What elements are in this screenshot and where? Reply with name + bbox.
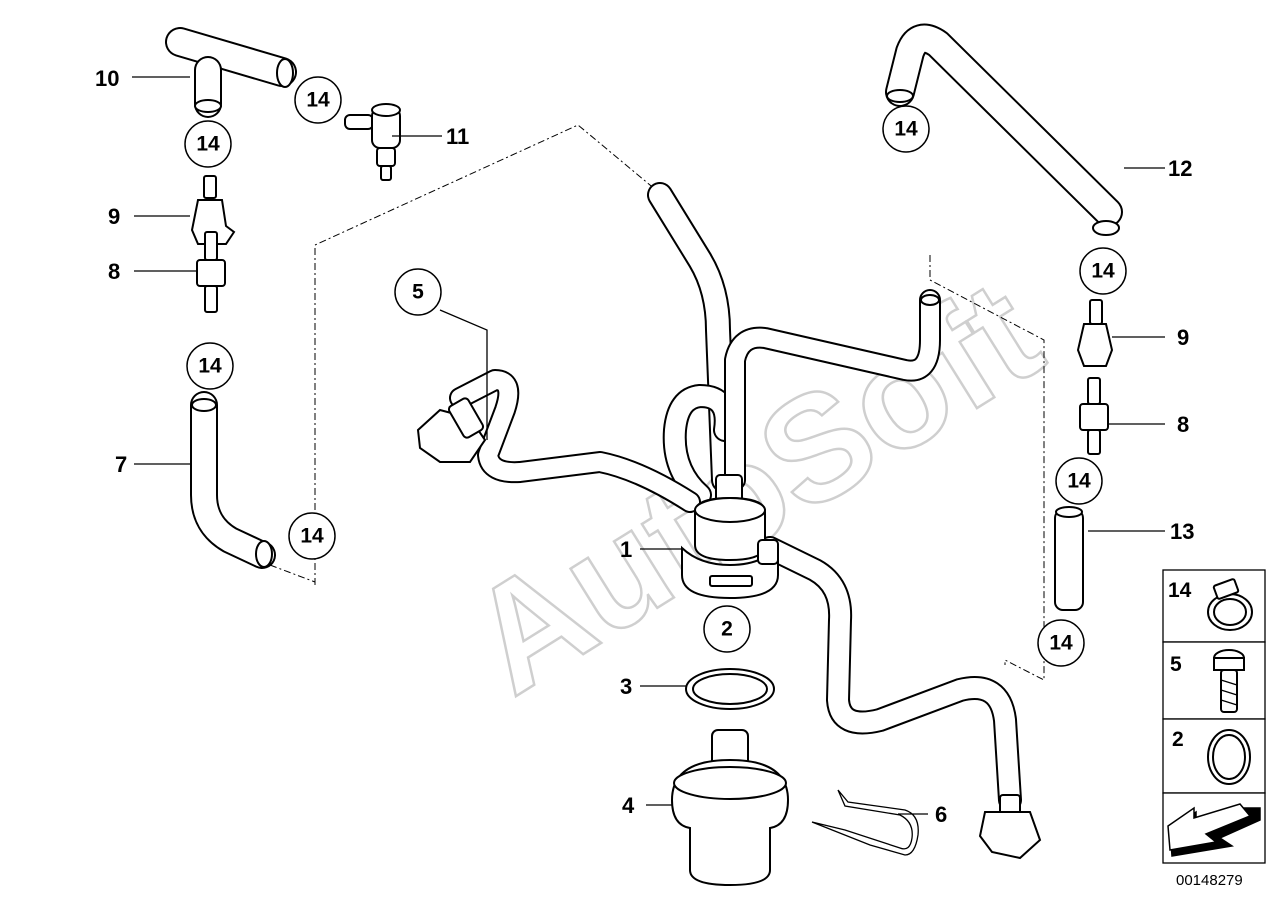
- bubble-14-b: 14: [184, 120, 232, 168]
- callout-11: 11: [446, 124, 469, 149]
- bubble-14-h: 14: [1037, 619, 1085, 667]
- part-1-valve-body: [681, 474, 779, 600]
- leader-lines: [132, 76, 1165, 815]
- diagram-reference-number: 00148279: [1176, 872, 1243, 889]
- svg-text:2: 2: [721, 618, 733, 641]
- bubble-14-c: 14: [186, 342, 234, 390]
- callout-1: 1: [620, 537, 632, 562]
- legend-label-14: 14: [1168, 579, 1192, 602]
- callout-8-left: 8: [108, 259, 120, 284]
- part-6-spring-clip: [811, 789, 919, 856]
- callout-labels: 10 11 9 8 7 5 1 3 4 6 12 9 8 13: [95, 66, 1194, 827]
- part-4-filter-pot: [670, 729, 790, 887]
- svg-text:5: 5: [412, 281, 424, 304]
- part-3-o-ring: [685, 668, 775, 710]
- callout-12: 12: [1168, 156, 1192, 181]
- callout-9-right: 9: [1177, 325, 1189, 350]
- callout-13: 13: [1170, 519, 1194, 544]
- callout-6: 6: [935, 802, 947, 827]
- watermark: AutoSoft: [441, 247, 1067, 725]
- callout-8-right: 8: [1177, 412, 1189, 437]
- bubble-14-e: 14: [882, 105, 930, 153]
- svg-text:14: 14: [1067, 470, 1091, 493]
- bubble-14-f: 14: [1079, 247, 1127, 295]
- callout-3: 3: [620, 674, 632, 699]
- svg-text:14: 14: [198, 355, 222, 378]
- o-ring-icon: [1207, 729, 1251, 785]
- part-13-straight-hose: [1054, 506, 1084, 611]
- callout-10: 10: [95, 66, 119, 91]
- svg-text:14: 14: [306, 89, 330, 112]
- part-10-t-hose: [165, 27, 297, 118]
- callout-4: 4: [622, 793, 635, 818]
- part-11-elbow-connector: [344, 103, 401, 181]
- svg-text:14: 14: [196, 133, 220, 156]
- reference-bubbles: 14 14 14 14 5 2 14 14 14 14: [184, 76, 1127, 667]
- part-9-left-valve: [190, 175, 236, 245]
- lower-right-connector: [978, 794, 1042, 860]
- main-hose-network: [449, 182, 1022, 812]
- callout-9-left: 9: [108, 204, 120, 229]
- bubble-14-d: 14: [288, 512, 336, 560]
- hose-clamp-icon: [1207, 578, 1253, 631]
- direction-arrow-icon: [1167, 803, 1261, 857]
- bubble-5: 5: [394, 268, 442, 316]
- callout-7: 7: [115, 452, 127, 477]
- dashed-guide-lines: [269, 124, 1045, 681]
- part-7-curved-hose: [190, 391, 276, 569]
- svg-text:14: 14: [1091, 260, 1115, 283]
- bolt-icon: [1213, 649, 1245, 713]
- legend-label-5: 5: [1170, 653, 1182, 676]
- part-12-hose: [885, 23, 1123, 236]
- legend-panel: 14 5 2: [1162, 569, 1266, 864]
- part-9-right-valve: [1076, 299, 1114, 367]
- svg-text:14: 14: [300, 525, 324, 548]
- part-8-left-check-valve: [196, 231, 226, 313]
- bubble-2: 2: [703, 605, 751, 653]
- left-connector: [416, 397, 487, 463]
- svg-text:14: 14: [1049, 632, 1073, 655]
- svg-text:14: 14: [894, 118, 918, 141]
- bubble-14-g: 14: [1055, 457, 1103, 505]
- part-8-right-check-valve: [1079, 377, 1109, 455]
- legend-label-2: 2: [1172, 728, 1184, 751]
- bubble-14-a: 14: [294, 76, 342, 124]
